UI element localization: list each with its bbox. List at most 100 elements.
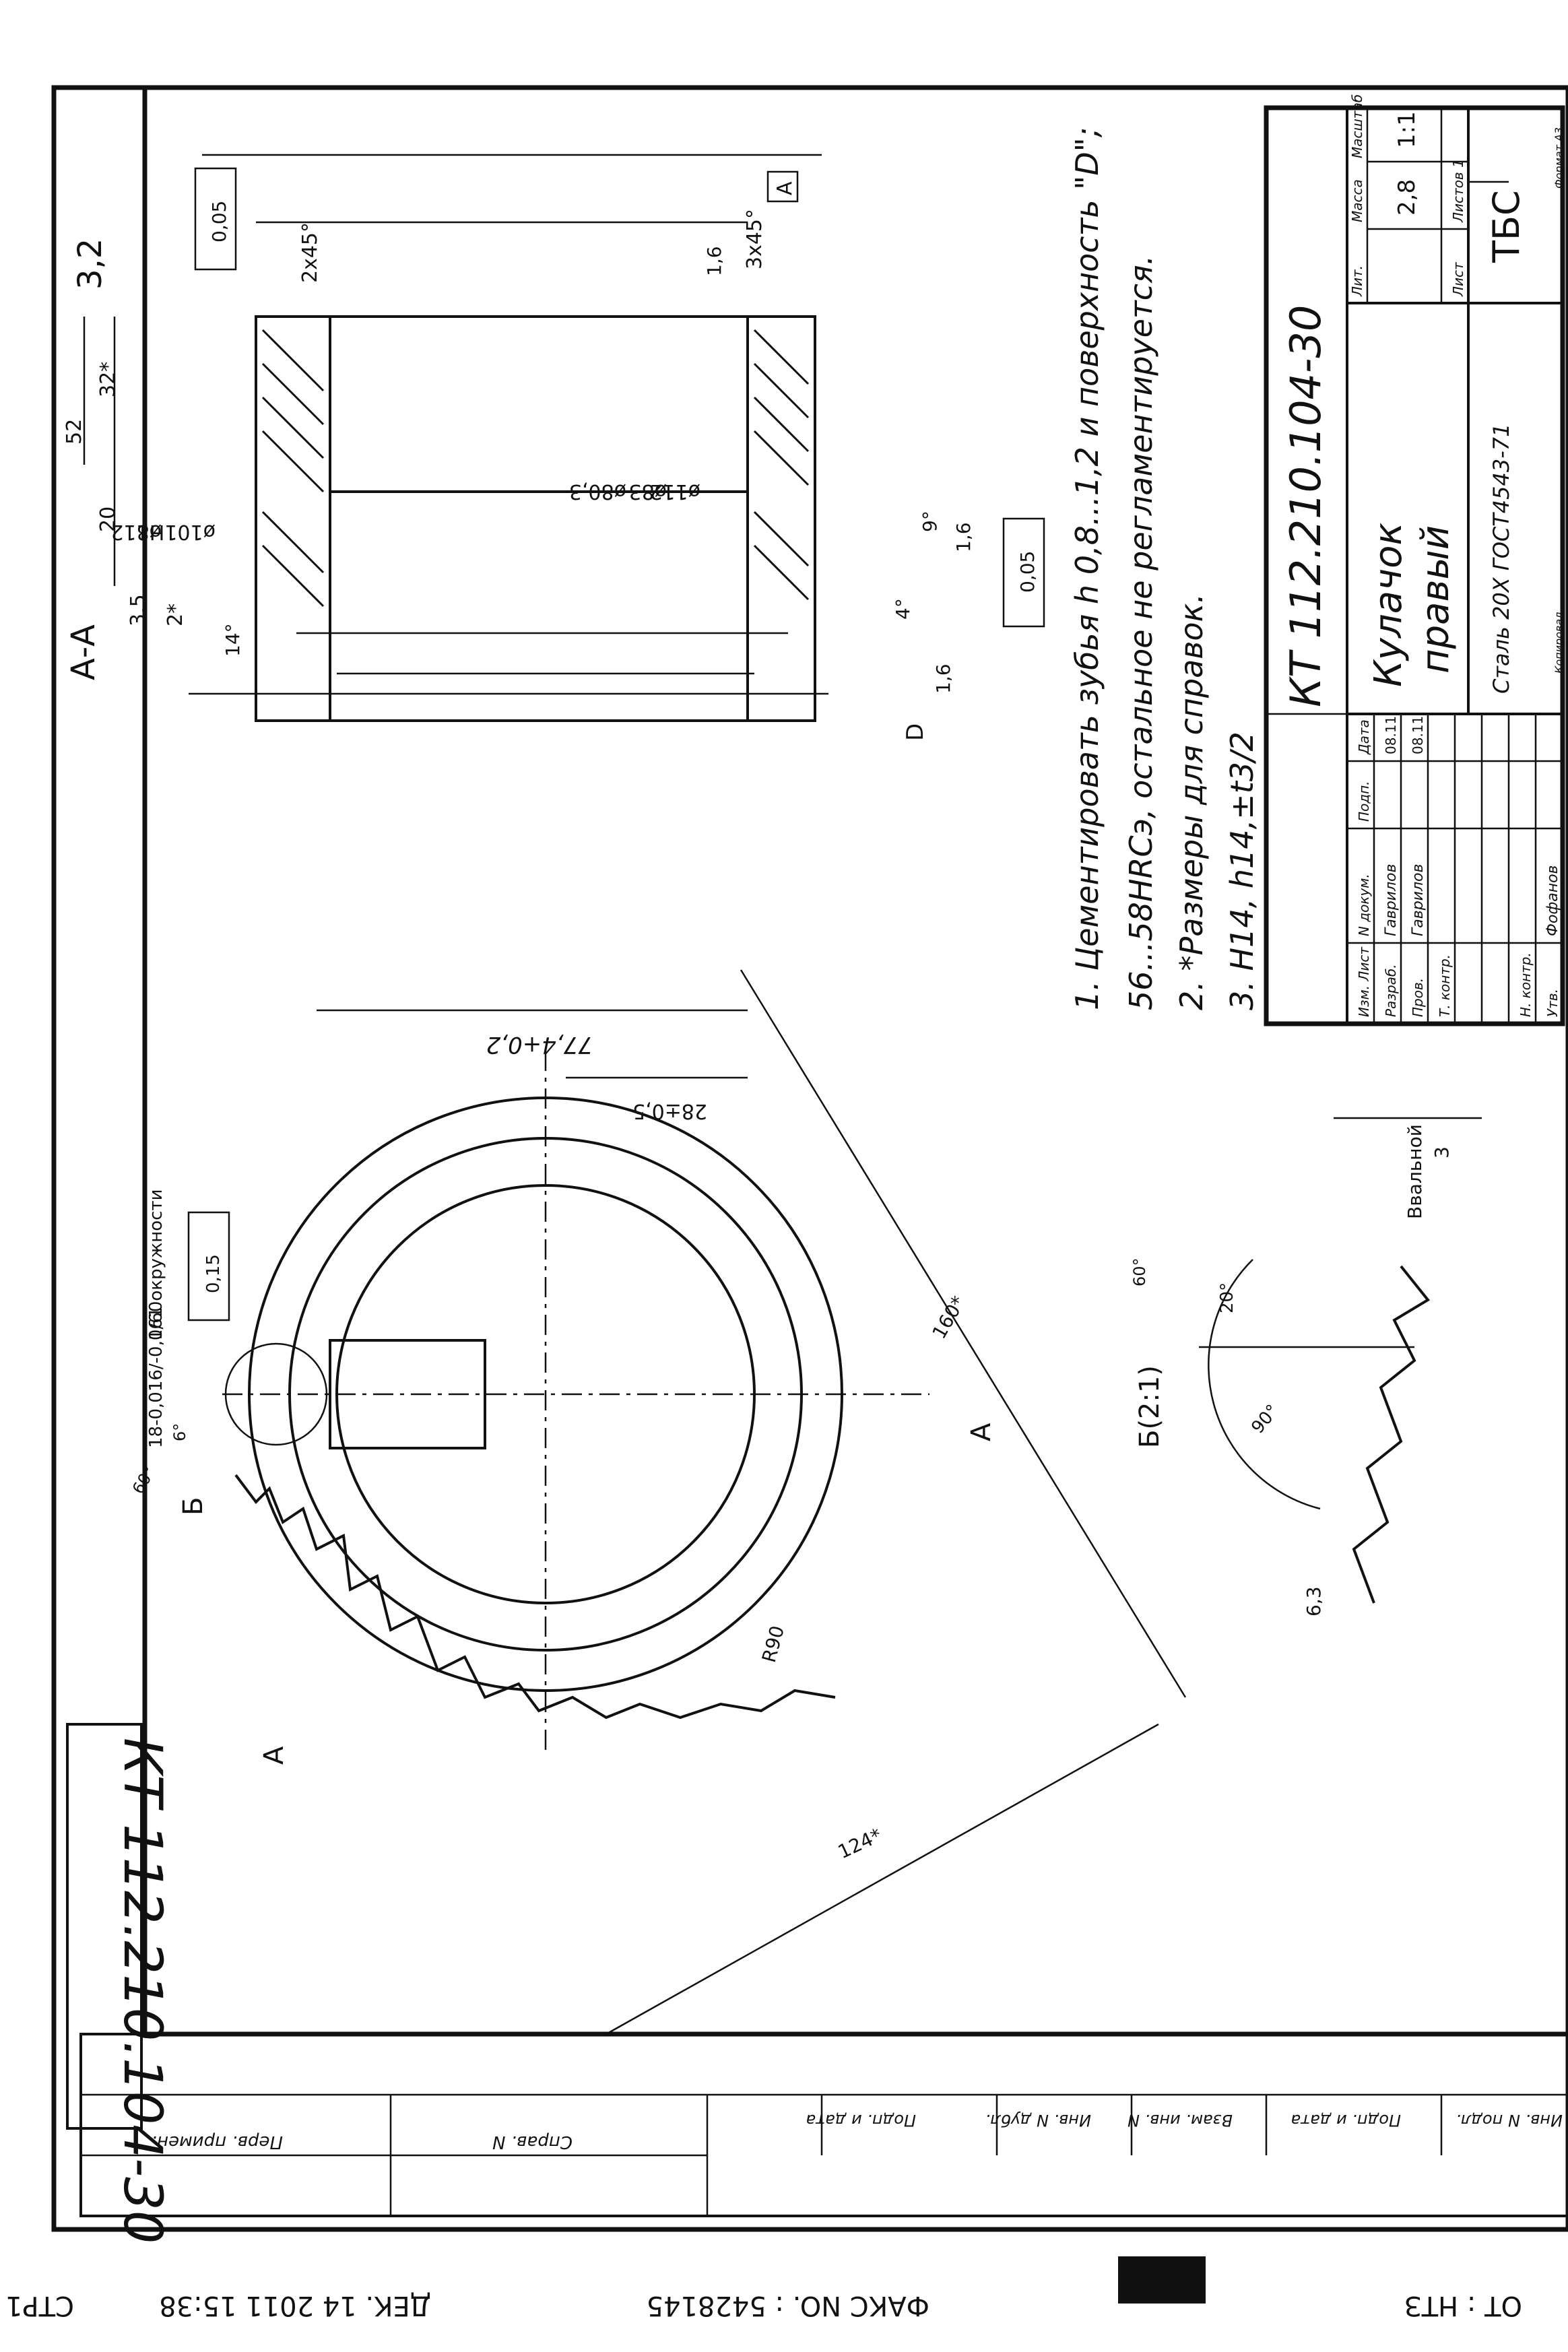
angle-20: 20° — [1217, 1282, 1237, 1313]
stamp-perv-primen: Перв. примен. — [152, 2132, 283, 2152]
format-label: Формат А3 — [1553, 127, 1565, 189]
section-mark-a-bottom: А — [966, 1423, 997, 1441]
dim-77: 77,4+0,2 — [486, 1031, 593, 1058]
stamp-podp-data1: Подп. и дата — [806, 2111, 917, 2130]
angle-60-detail: 60° — [1130, 1257, 1149, 1286]
runout-tolerance-1: 0,05 — [194, 167, 237, 271]
radius-90: R90 — [758, 1623, 789, 1665]
scale-value: 1:1 — [1394, 111, 1420, 148]
dim-len20: 20 — [96, 507, 120, 532]
col-mass: Масса — [1349, 179, 1365, 222]
section-hatching — [255, 315, 816, 722]
name-razrab: Гаврилов — [1383, 864, 1400, 936]
section-label: А-А — [65, 624, 102, 680]
dim-d101: ø101Н8 — [137, 520, 216, 544]
corner-designation-box: КТ 112.210.104-30 — [66, 1723, 172, 2244]
fax-from: ОТ : НТЗ — [1404, 2290, 1522, 2321]
name-utv: Фофанов — [1544, 865, 1561, 937]
detail-ref-b: Б — [178, 1497, 209, 1515]
rough-1-6-a: 1,6 — [703, 246, 725, 276]
rough-3: 3 — [1431, 1146, 1453, 1158]
title-name-line1: Кулачок — [1367, 523, 1410, 687]
dim-d112-bottom: ø112 — [649, 480, 700, 503]
surface-d: D — [902, 723, 929, 741]
angle-60-plan: 60° — [129, 1463, 160, 1497]
note-circle: 1/60окружности — [146, 1189, 166, 1340]
head-date: Дата — [1356, 719, 1372, 755]
sheets-label: Листов 1 — [1450, 159, 1466, 223]
symmetry-tolerance: 0,15 — [187, 1211, 230, 1321]
role-utv: Утв. — [1544, 989, 1561, 1017]
dim-len2: 2* — [164, 603, 187, 626]
fax-header: ОТ : НТЗ ФАКС NO. : 5428145 ДЕК. 14 2011… — [5, 2256, 1522, 2321]
stamp-inv-podl: Инв. N подл. — [1456, 2111, 1563, 2130]
section-a-a-view: А-А 3,2 ø112 ø101Н8 ø80,3 ø83 ø112 52 32… — [63, 154, 1045, 741]
sym-tol: 0,15 — [203, 1254, 224, 1293]
dim-len52: 52 — [63, 419, 86, 445]
gear-teeth — [234, 1474, 836, 1720]
role-prov: Пров. — [1410, 978, 1426, 1017]
head-izm: Изм. Лист — [1356, 946, 1372, 1017]
note-3: 3. H14, h14,±t3/2 — [1224, 731, 1260, 1010]
rough-3-note: Ввальной — [1404, 1124, 1426, 1219]
fax-number: ФАКС NO. : 5428145 — [647, 2290, 929, 2321]
stamp-podp-data2: Подп. и дата — [1291, 2111, 1402, 2130]
dim-len3-5: 3,5 — [127, 594, 150, 626]
sheet-label: Лист — [1450, 261, 1466, 297]
roughness-general: 3,2 — [71, 238, 109, 290]
angle-4: 4° — [892, 598, 914, 620]
title-designation: КТ 112.210.104-30 — [1281, 305, 1330, 707]
col-scale: Масштаб — [1349, 94, 1365, 158]
role-n-kontr: Н. контр. — [1517, 952, 1534, 1017]
dim-d80: ø80,3 — [569, 480, 626, 503]
date-razrab: 08.11 — [1383, 716, 1399, 754]
mass-value: 2,8 — [1394, 179, 1420, 216]
side-stamp: Перв. примен. Справ. N Подп. и дата Инв.… — [79, 2033, 1568, 2217]
name-prov: Гаврилов — [1410, 864, 1427, 936]
note-1: 1. Цементировать зубья h 0,8...1,2 и пов… — [1069, 127, 1105, 1010]
detail-view-b: Б(2:1) 20° 90° 60° 6,3 3 Ввальной — [1130, 1117, 1482, 1616]
rough-1-6-c: 1,6 — [932, 663, 954, 694]
note-2: 2. *Размеры для справок. — [1173, 593, 1210, 1010]
role-t-kontr: Т. контр. — [1437, 954, 1453, 1017]
fax-date-time: ДЕК. 14 2011 15:38 — [159, 2290, 431, 2321]
date-prov: 08.11 — [1410, 716, 1426, 754]
datum-a-box: А — [766, 170, 799, 203]
section-mark-a-top: А — [259, 1746, 290, 1765]
stamp-vzam-inv: Взам. инв. N — [1128, 2111, 1233, 2130]
signature-table — [1266, 713, 1563, 1024]
title-org: ТБС — [1485, 190, 1528, 263]
drawing-frame — [51, 85, 1568, 2232]
dim-18: 18-0,016/-0,061 — [146, 1307, 166, 1448]
head-sign: Подп. — [1356, 781, 1372, 822]
datum-a: А — [773, 181, 797, 195]
len-124: 124* — [835, 1824, 885, 1863]
corner-designation: КТ 112.210.104-30 — [112, 1738, 172, 2244]
title-material: Сталь 20Х ГОСТ4543-71 — [1489, 424, 1514, 694]
stamp-inv-dubl: Инв. N дубл. — [985, 2111, 1091, 2130]
head-doc: N докум. — [1356, 874, 1372, 936]
fax-page: СТР1 — [5, 2290, 74, 2321]
detail-view-label: Б(2:1) — [1134, 1365, 1165, 1448]
runout-tol-2: 0,05 — [1016, 551, 1039, 593]
plan-view: 77,4+0,2 28±0,5 18-0,016/-0,061 0,15 1/6… — [129, 969, 1187, 2035]
rough-1-6-b: 1,6 — [952, 522, 975, 552]
col-lit: Лит. — [1349, 265, 1365, 297]
dim-chamfer1: 2х45° — [298, 222, 322, 283]
role-razrab: Разраб. — [1383, 964, 1399, 1017]
angle-14: 14° — [222, 623, 244, 657]
dim-chamfer2: 3х45° — [743, 209, 766, 269]
title-name-line2: правый — [1414, 525, 1458, 674]
dim-28: 28±0,5 — [632, 1099, 707, 1123]
angle-9: 9° — [919, 511, 941, 532]
stamp-sprav-no: Справ. N — [492, 2132, 573, 2152]
copied-label: Копировал — [1553, 612, 1565, 674]
dim-d112-top: ø112 — [110, 520, 162, 544]
rough-6-3: 6,3 — [1303, 1586, 1325, 1616]
fax-black-mark — [1118, 2256, 1206, 2304]
note-1-cont: 56...58HRCэ, остальное не регламентирует… — [1123, 255, 1159, 1010]
technical-notes: 1. Цементировать зубья h 0,8...1,2 и пов… — [1069, 127, 1260, 1010]
angle-6: 6° — [170, 1423, 189, 1441]
dim-len32: 32* — [96, 362, 120, 397]
